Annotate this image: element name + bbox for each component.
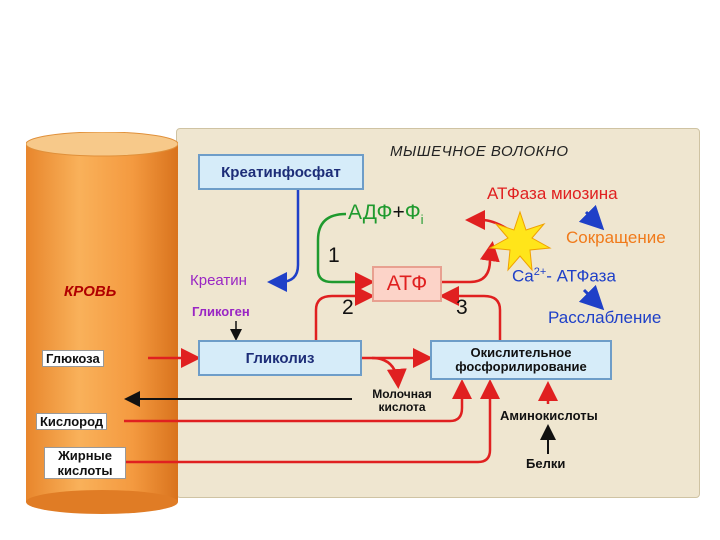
phi-text: Ф — [404, 201, 421, 224]
glycolysis-label: Гликолиз — [245, 349, 315, 367]
oxidative-phosphorylation-label: Окислительное фосфорилирование — [455, 345, 587, 374]
ca-text: Ca — [512, 266, 534, 286]
arrow-to-contraction — [578, 204, 605, 231]
atpase-myosin-label: АТФаза миозина — [487, 184, 618, 203]
blood-vessel-cylinder — [26, 132, 178, 514]
phi-subscript: i — [420, 212, 424, 228]
glycolysis-box: Гликолиз — [198, 340, 362, 376]
arrow-oxygen-to-oxidative — [124, 379, 472, 423]
glucose-label: Глюкоза — [42, 350, 104, 367]
fatty-acids-label: Жирные кислоты — [44, 447, 126, 479]
amino-acids-label: Аминокислоты — [500, 408, 598, 423]
oxidative-phosphorylation-box: Окислительное фосфорилирование — [430, 340, 612, 380]
creatine-phosphate-box: Креатинфосфат — [198, 154, 364, 190]
contraction-label: Сокращение — [566, 228, 666, 247]
proteins-label: Белки — [526, 456, 566, 471]
panel-title: МЫШЕЧНОЕ ВОЛОКНО — [390, 143, 569, 160]
adp-text: АДФ — [348, 201, 393, 224]
atp-label: АТФ — [386, 272, 428, 295]
relaxation-label: Расслабление — [548, 308, 662, 327]
pathway-number-3: 3 — [456, 296, 468, 319]
atp-box: АТФ — [372, 266, 442, 302]
arrow-to-lactic-acid — [371, 356, 407, 389]
oxygen-label: Кислород — [36, 413, 108, 430]
ca-atpase-label: Ca2+- АТФаза — [512, 266, 616, 287]
energy-star-icon — [488, 210, 552, 272]
adp-pi-label: АДФ+Фi — [348, 201, 424, 227]
arrow-oxidative-to-atp — [439, 286, 502, 340]
pathway-number-1: 1 — [328, 244, 340, 267]
blood-label: КРОВЬ — [64, 283, 117, 300]
arrow-cp-to-creatine — [267, 190, 300, 292]
arrow-adp-loop — [316, 212, 375, 292]
lactic-acid-label: Молочная кислота — [372, 387, 432, 414]
pathway-number-2: 2 — [342, 296, 354, 319]
ca-superscript: 2+ — [533, 266, 547, 278]
arrow-to-relaxation — [578, 284, 605, 311]
arrow-atp-to-star — [440, 241, 500, 284]
ca-atpase-text: - АТФаза — [546, 266, 616, 286]
arrow-fatty-acids-to-oxidative — [124, 379, 500, 464]
creatine-label: Креатин — [190, 272, 247, 289]
plus-sign: + — [392, 201, 405, 224]
arrow-glycolysis-to-atp — [314, 286, 375, 340]
creatine-phosphate-label: Креатинфосфат — [221, 163, 341, 181]
glycogen-label: Гликоген — [192, 304, 250, 319]
